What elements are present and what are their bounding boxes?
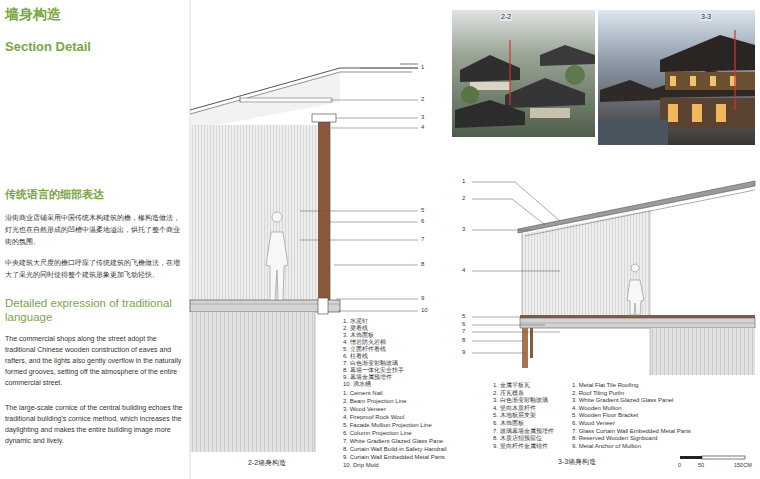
legend-item: 5. 立面杆件看线 bbox=[343, 346, 386, 353]
legend-item: 7. 玻璃幕墙金属预埋件 bbox=[493, 428, 554, 435]
legend-item: 9. Curtain Wall Embedded Metal Parts bbox=[343, 454, 445, 461]
callout-number: 9 bbox=[462, 349, 465, 356]
legend-item: 4. 憎岩防火岩棉 bbox=[343, 339, 386, 346]
legend-item: 7. Glass Curtain Wall Embedded Metal Par… bbox=[572, 428, 691, 435]
legend-item: 9. 幕墙金属预埋件 bbox=[343, 374, 392, 381]
scale-label: 150CM bbox=[734, 462, 752, 468]
legend-item: 8. Curtain Wall Build-in Safety Handrail bbox=[343, 446, 447, 453]
legend-item: 7. White Gradient Glazed Glass Pane bbox=[343, 438, 443, 445]
legend-item: 4. 竖向木质杆件 bbox=[493, 405, 536, 412]
section-heading: 传统语言的细部表达 bbox=[5, 188, 104, 201]
legend-item: 7. 白色渐变彩釉玻璃 bbox=[343, 360, 398, 367]
subtitle: Section Detail bbox=[5, 40, 91, 55]
callout-number: 5 bbox=[462, 313, 465, 320]
legend-item: 10. Drip Mold bbox=[343, 462, 379, 469]
legend-item: 2. Beam Projection Line bbox=[343, 398, 407, 405]
legend-item: 5. Wooden Floor Bracket bbox=[572, 412, 638, 419]
callout-number: 2 bbox=[462, 195, 465, 202]
callout-number: 3 bbox=[462, 226, 465, 233]
callout-number: 10 bbox=[421, 307, 428, 314]
legend-item: 9. 竖向杆件金属锚件 bbox=[493, 443, 548, 450]
legend-item: 5. 木地板层支架 bbox=[493, 412, 536, 419]
legend-item: 4. Fireproof Rock Wool bbox=[343, 414, 404, 421]
callout-number: 7 bbox=[462, 328, 465, 335]
drawing-caption: 3-3墙身构造 bbox=[558, 458, 596, 466]
legend-item: 6. Wood Veneer bbox=[572, 420, 615, 427]
legend-item: 1. 水泥钉 bbox=[343, 318, 368, 325]
callout-number: 8 bbox=[421, 261, 424, 268]
scale-bar bbox=[680, 456, 745, 459]
section-3-3 bbox=[472, 181, 755, 375]
legend-item: 5. Facade Mullion Projection Line bbox=[343, 422, 432, 429]
photo-label: 3-3 bbox=[700, 13, 712, 21]
callout-number: 8 bbox=[462, 337, 465, 344]
body-text: The large-scale cornice of the central b… bbox=[5, 402, 185, 446]
scale-label: 50 bbox=[698, 462, 704, 468]
callout-number: 2 bbox=[421, 96, 424, 103]
legend-item: 1. Cement Nail bbox=[343, 390, 383, 397]
legend-item: 1. Metal Flat Tile Roofing bbox=[572, 382, 638, 389]
callout-number: 6 bbox=[462, 321, 465, 328]
legend-item: 3. 木饰面板 bbox=[343, 332, 374, 339]
callout-number: 1 bbox=[462, 178, 465, 185]
legend-item: 8. 木质店招预留位 bbox=[493, 435, 542, 442]
legend-item: 8. Reserved Wooden Signboard bbox=[572, 435, 657, 442]
callout-number: 3 bbox=[421, 114, 424, 121]
legend-item: 3. Wood Veneer bbox=[343, 406, 386, 413]
legend-item: 6. 柱看线 bbox=[343, 353, 368, 360]
legend-item: 2. 梁看线 bbox=[343, 325, 368, 332]
legend-item: 9. Metal Anchor of Mullion bbox=[572, 443, 641, 450]
legend-item: 6. 木饰面板 bbox=[493, 420, 524, 427]
photo-aerial bbox=[452, 10, 595, 137]
page-title: 墙身构造 bbox=[5, 6, 61, 22]
callout-number: 7 bbox=[421, 236, 424, 243]
callout-number: 4 bbox=[462, 267, 465, 274]
section-2-2 bbox=[190, 64, 418, 452]
photo-label: 2-2 bbox=[500, 13, 512, 21]
callout-number: 5 bbox=[421, 207, 424, 214]
body-text: 中央建筑大尺度的檐口呼应了传统建筑的飞檐做法，在增大了采光的同时使得整个建筑形象… bbox=[5, 257, 185, 281]
photo-street bbox=[598, 10, 755, 145]
callout-number: 4 bbox=[421, 124, 424, 131]
legend-item: 10. 滴水槽 bbox=[343, 381, 371, 388]
legend-item: 1. 金属平板瓦 bbox=[493, 382, 530, 389]
body-text: 沿街商业店铺采用中国传统木构建筑的檐，椽构造做法，灯光也在自然形成的凹槽中温柔地… bbox=[5, 212, 185, 248]
legend-item: 3. 白色渐变彩釉玻璃 bbox=[493, 397, 548, 404]
callout-number: 9 bbox=[421, 295, 424, 302]
legend-item: 6. Column Projection Line bbox=[343, 430, 412, 437]
legend-item: 2. 压瓦檩条 bbox=[493, 390, 524, 397]
scale-label: 0 bbox=[678, 462, 681, 468]
callout-number: 6 bbox=[421, 218, 424, 225]
section-heading: Detailed expression of traditional langu… bbox=[5, 296, 185, 324]
body-text: The commercial shops along the street ad… bbox=[5, 333, 185, 388]
legend-item: 2. Roof Tiling Purlin bbox=[572, 390, 624, 397]
legend-item: 3. White Gradient Glazed Glass Panel bbox=[572, 397, 673, 404]
legend-item: 8. 幕墙一体化安全扶手 bbox=[343, 367, 404, 374]
callout-number: 1 bbox=[421, 64, 424, 71]
drawing-caption: 2-2墙身构造 bbox=[248, 459, 286, 467]
legend-item: 4. Wooden Mullion bbox=[572, 405, 622, 412]
